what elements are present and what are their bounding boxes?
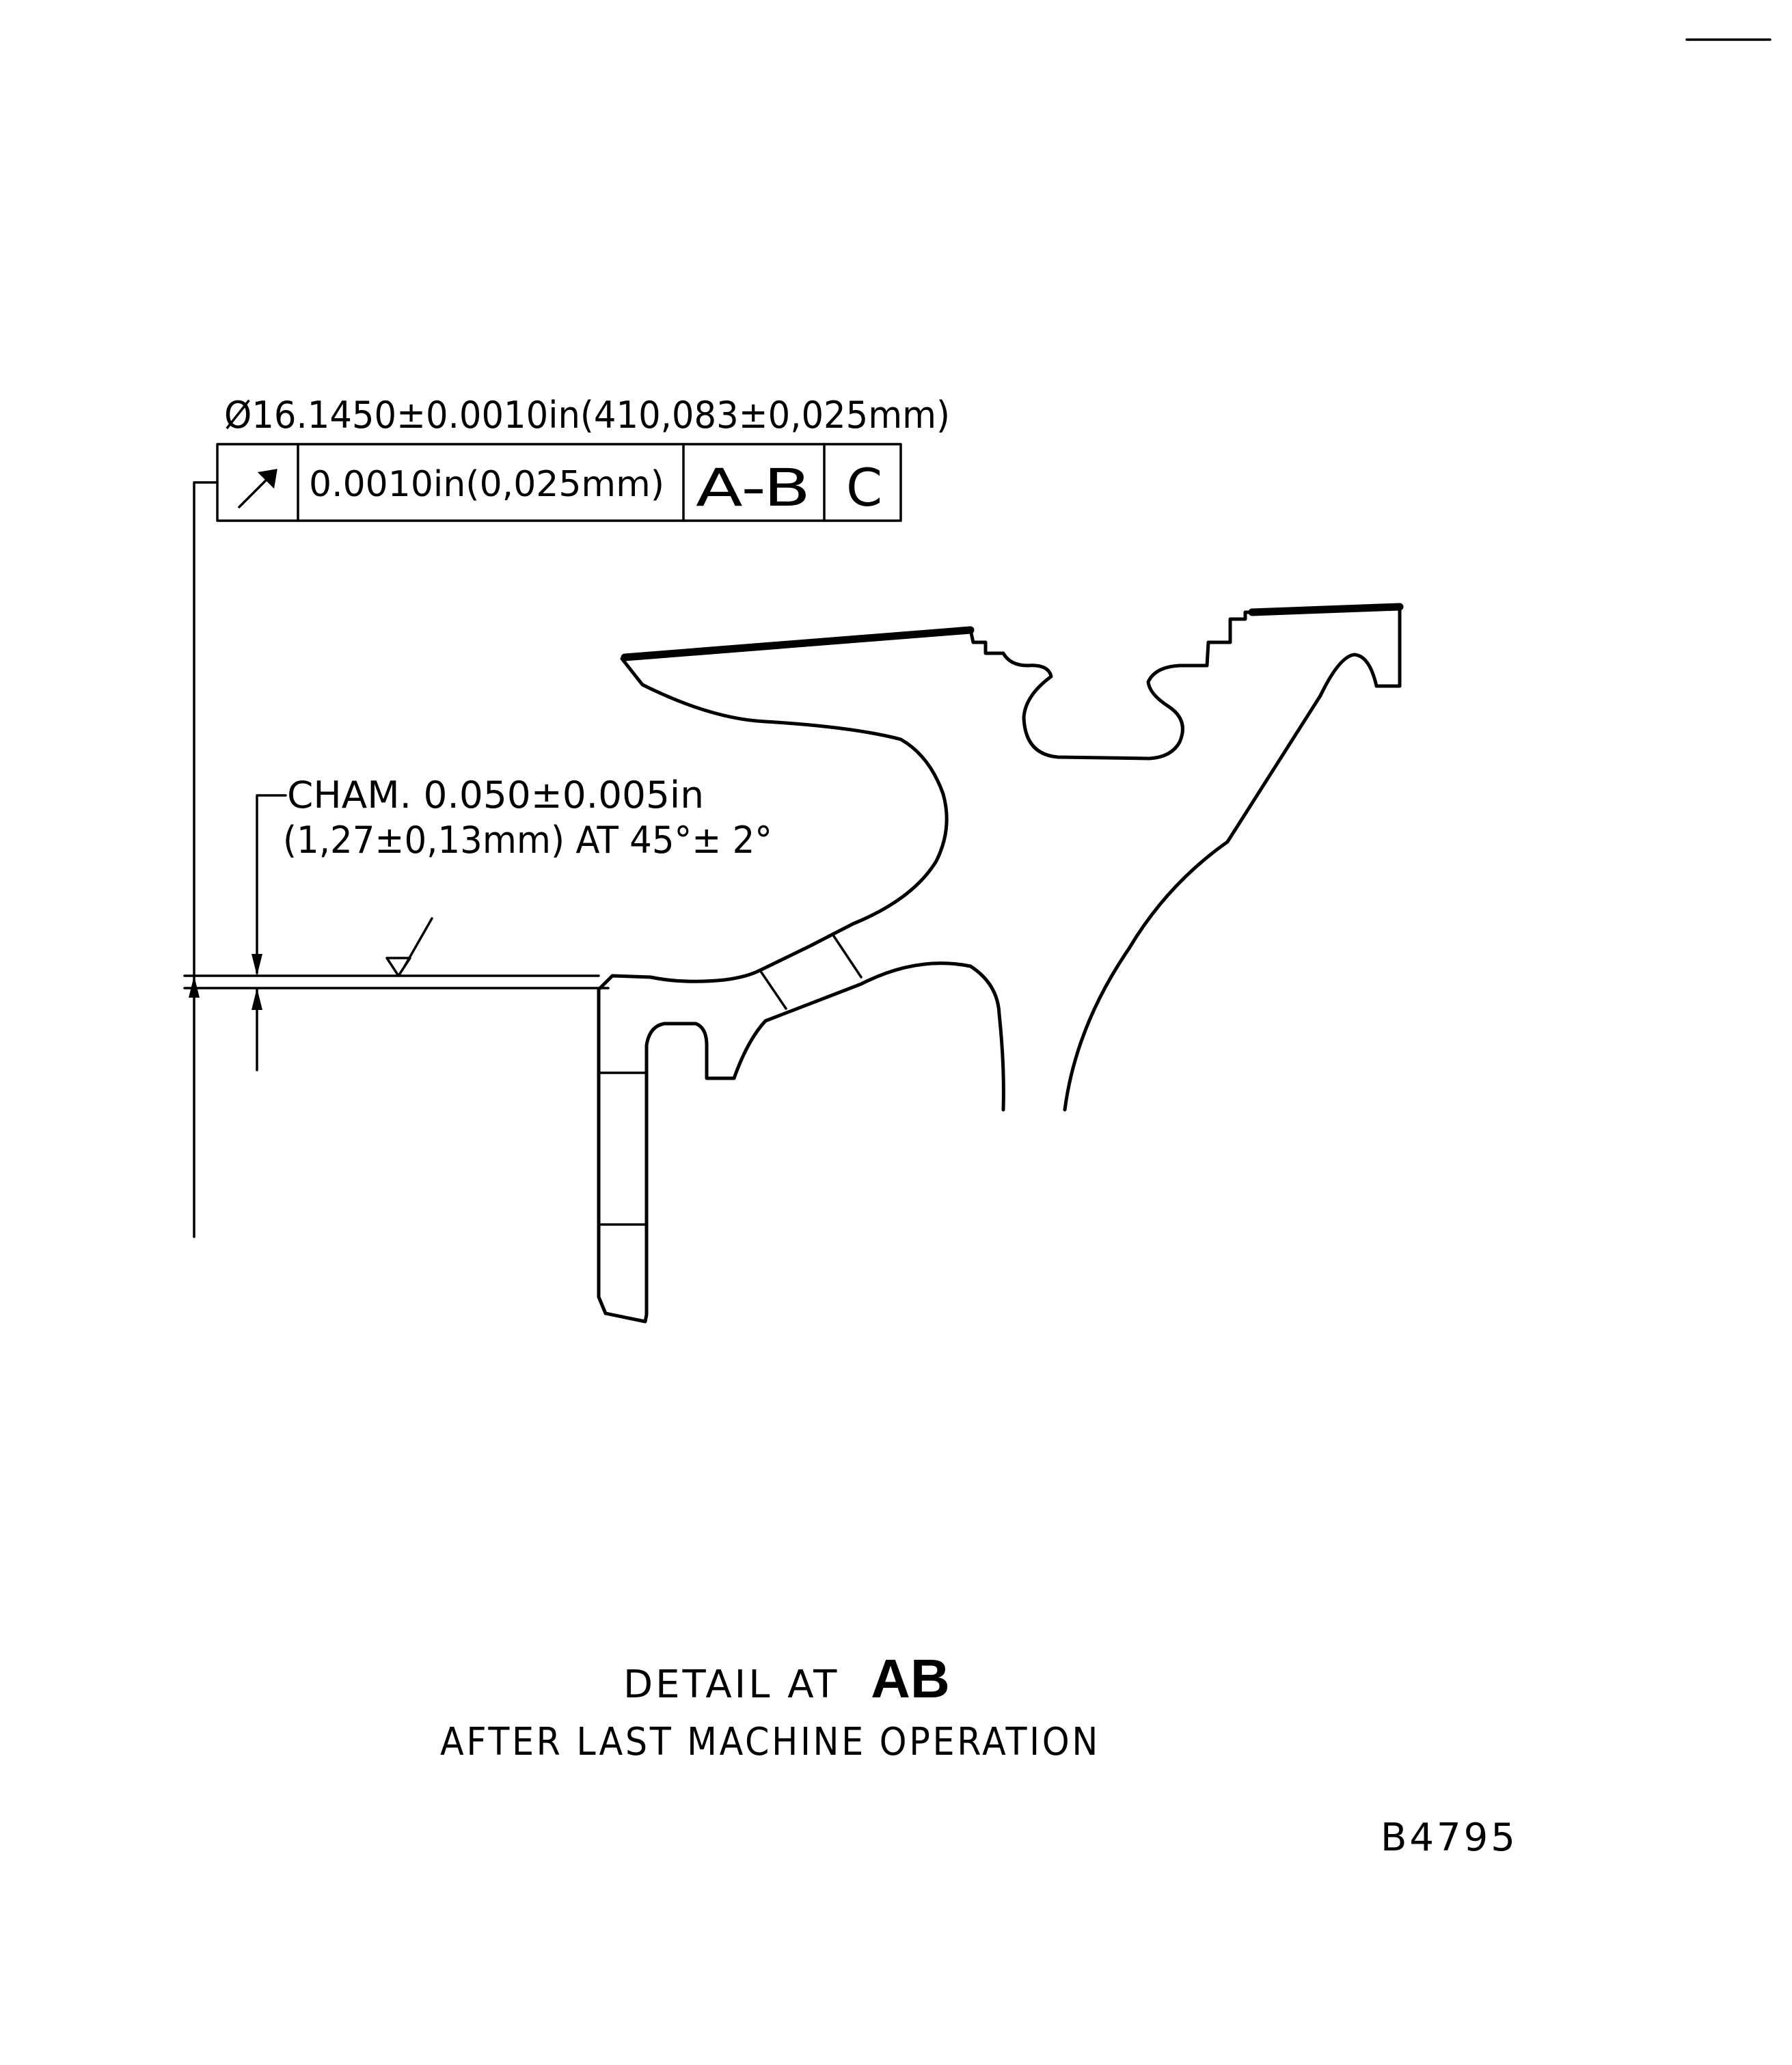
profile-left-flange — [597, 961, 1005, 1324]
part-profile — [597, 603, 1404, 1324]
profile-right-flange — [1063, 605, 1402, 1112]
chamfer-note-line1: CHAM. 0.050±0.005in — [287, 774, 704, 817]
surface-finish-icon — [385, 917, 433, 977]
caption-line2: AFTER LAST MACHINE OPERATION — [440, 1720, 1100, 1764]
fcf-datum-primary: A-B — [696, 457, 811, 518]
profile-top-heavy-edge — [1248, 603, 1404, 616]
chamfer-note: CHAM. 0.050±0.005in (1,27±0,13mm) AT 45°… — [183, 774, 772, 1071]
fcf-tolerance: 0.0010in(0,025mm) — [309, 464, 664, 505]
profile-seal-groove — [968, 610, 1254, 761]
profile-section-line — [832, 935, 863, 979]
fcf-leader — [183, 481, 600, 1238]
fcf-datum-secondary: C — [846, 457, 882, 518]
profile-top-land — [621, 626, 975, 661]
profile-chamfer-land — [620, 657, 949, 983]
profile-section-line — [759, 969, 787, 1010]
figure-number: B4795 — [1381, 1816, 1518, 1860]
diameter-callout: Ø16.1450±0.0010in(410,083±0,025mm) — [224, 394, 950, 437]
caption-detail-id: AB — [871, 1648, 950, 1709]
chamfer-note-line2: (1,27±0,13mm) AT 45°± 2° — [283, 819, 772, 862]
caption-prefix: DETAIL AT — [623, 1663, 839, 1707]
feature-control-frame: 0.0010in(0,025mm) A-B C — [216, 443, 902, 522]
circular-runout-icon — [238, 469, 277, 508]
caption-line1: DETAIL AT AB — [623, 1648, 950, 1709]
